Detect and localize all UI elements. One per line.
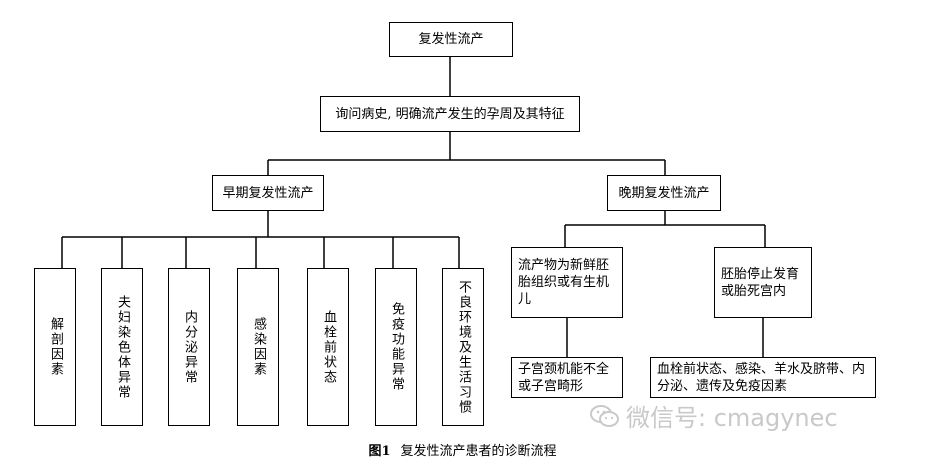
cause-infection: 感染因素 bbox=[237, 268, 279, 426]
late-fresh-tissue-label: 流产物为新鲜胚胎组织或有生机儿 bbox=[518, 258, 610, 307]
early-node: 早期复发性流产 bbox=[212, 175, 324, 211]
cause-endocrine: 内分泌异常 bbox=[168, 268, 210, 426]
late-node: 晚期复发性流产 bbox=[607, 175, 721, 211]
cervical-label: 子宫颈机能不全或子宫畸形 bbox=[518, 361, 610, 394]
cause-label: 解剖因素 bbox=[48, 317, 63, 377]
cause-label: 免疫功能异常 bbox=[389, 302, 404, 392]
figure-caption: 图1 复发性流产患者的诊断流程 bbox=[0, 440, 925, 459]
cause-immune: 免疫功能异常 bbox=[375, 268, 417, 426]
cause-label: 夫妇染色体异常 bbox=[115, 294, 130, 400]
cervical-node: 子宫颈机能不全或子宫畸形 bbox=[511, 357, 623, 398]
early-label: 早期复发性流产 bbox=[222, 185, 314, 201]
late-causes-label: 血栓前状态、感染、羊水及脐带、内分泌、遗传及免疫因素 bbox=[657, 361, 866, 394]
history-node: 询问病史, 明确流产发生的孕周及其特征 bbox=[320, 96, 580, 132]
cause-label: 感染因素 bbox=[251, 317, 266, 377]
figure-number: 图1 bbox=[368, 444, 391, 459]
wechat-icon bbox=[590, 404, 620, 428]
cause-label: 血栓前状态 bbox=[321, 309, 336, 385]
cause-prethrombotic: 血栓前状态 bbox=[307, 268, 349, 426]
watermark-text: 微信号: cmagynec bbox=[626, 404, 838, 432]
root-label: 复发性流产 bbox=[418, 32, 484, 47]
history-label: 询问病史, 明确流产发生的孕周及其特征 bbox=[335, 106, 565, 122]
root-node: 复发性流产 bbox=[389, 22, 513, 57]
figure-caption-text: 复发性流产患者的诊断流程 bbox=[400, 444, 557, 459]
late-causes-node: 血栓前状态、感染、羊水及脐带、内分泌、遗传及免疫因素 bbox=[650, 357, 876, 398]
cause-environment: 不良环境及生活习惯 bbox=[442, 268, 484, 426]
cause-anatomy: 解剖因素 bbox=[34, 268, 76, 426]
cause-label: 不良环境及生活习惯 bbox=[456, 279, 471, 415]
late-fresh-tissue-node: 流产物为新鲜胚胎组织或有生机儿 bbox=[511, 247, 623, 318]
late-label: 晚期复发性流产 bbox=[618, 185, 710, 201]
watermark: 微信号: cmagynec bbox=[590, 398, 838, 433]
late-arrest-label: 胚胎停止发育或胎死宫内 bbox=[721, 266, 800, 299]
late-arrest-node: 胚胎停止发育或胎死宫内 bbox=[714, 247, 812, 318]
cause-chromosome: 夫妇染色体异常 bbox=[101, 268, 143, 426]
cause-label: 内分泌异常 bbox=[182, 309, 197, 385]
